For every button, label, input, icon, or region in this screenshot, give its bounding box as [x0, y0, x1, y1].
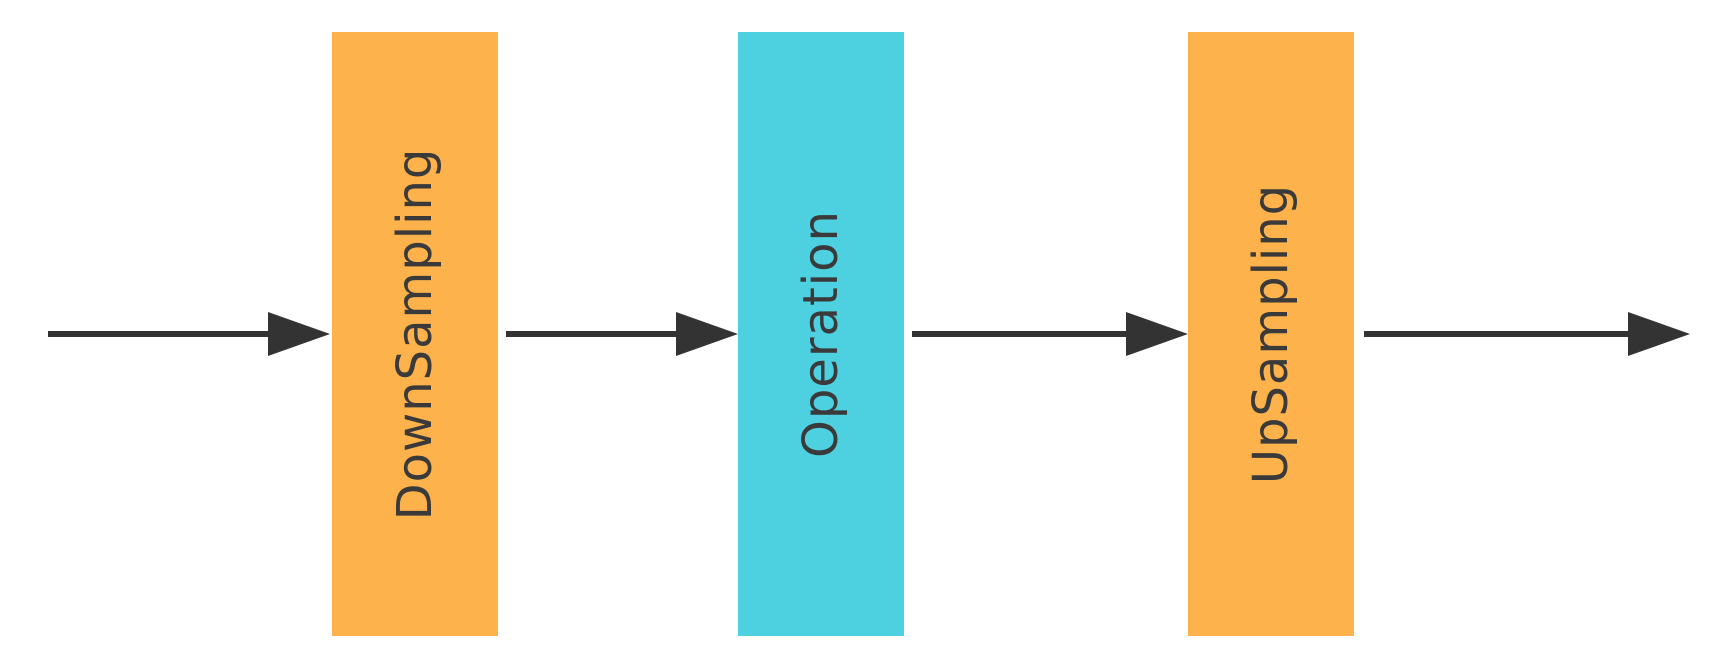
operation-to-upsampling-arrow [912, 312, 1188, 356]
operation-label: Operation [793, 210, 849, 458]
upsampling-label: UpSampling [1243, 183, 1299, 485]
upsampling-block: UpSampling [1188, 32, 1354, 636]
downsampling-to-operation-arrow [506, 312, 738, 356]
downsampling-label: DownSampling [387, 147, 443, 521]
operation-block: Operation [738, 32, 904, 636]
downsampling-block: DownSampling [332, 32, 498, 636]
input-arrow [48, 312, 330, 356]
output-arrow [1364, 312, 1690, 356]
